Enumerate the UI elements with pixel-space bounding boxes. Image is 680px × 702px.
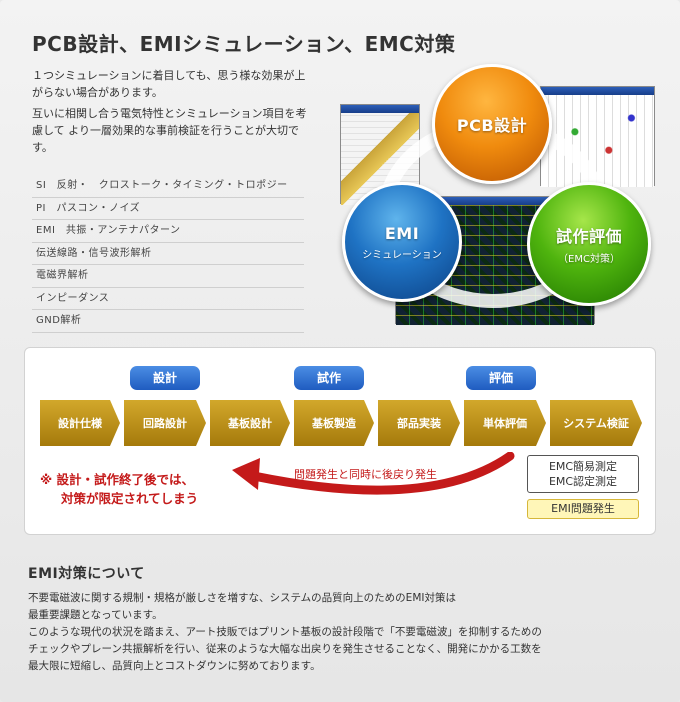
about-line: 不要電磁波に関する規制・規格が厳しさを増すな、システムの品質向上のためのEMI対… <box>28 592 456 604</box>
warning-note: ※ 設計・試作終了後では、 対策が限定されてしまう <box>40 470 198 508</box>
emi-problem-badge: EMI問題発生 <box>527 499 639 519</box>
technique-item: GND解析 <box>32 310 304 333</box>
technique-item: PI パスコン・ノイズ <box>32 198 304 220</box>
step-board-manufacturing: 基板製造 <box>294 400 374 446</box>
about-line: 最大限に短縮し、品質向上とコストダウンに努めております。 <box>28 660 321 672</box>
about-title: EMI対策について <box>28 566 145 582</box>
trial-sub-label: （EMC対策） <box>558 254 620 265</box>
trial-evaluation-sphere: 試作評価 （EMC対策） <box>527 182 651 306</box>
step-design-spec: 設計仕様 <box>40 400 120 446</box>
emi-label: EMI <box>384 223 420 243</box>
window-titlebar <box>341 105 419 113</box>
phase-trial: 試作 <box>294 366 364 390</box>
warning-note-line-1: ※ 設計・試作終了後では、 <box>40 472 195 487</box>
about-line: 最重要課題となっています。 <box>28 609 163 621</box>
warning-note-line-2: 対策が限定されてしまう <box>61 491 199 506</box>
emi-sub-label: シミュレーション <box>362 249 442 261</box>
step-board-design: 基板設計 <box>210 400 290 446</box>
technique-item: 電磁界解析 <box>32 265 304 288</box>
about-line: チェックやプレーン共振解析を行い、従来のような大幅な出戻りを発生させることなく、… <box>28 643 542 655</box>
technique-item: 伝送線路・信号波形解析 <box>32 243 304 265</box>
return-arrow <box>232 452 515 495</box>
phase-design: 設計 <box>130 366 200 390</box>
pcb-design-sphere: PCB設計 <box>432 64 552 184</box>
emc-certification-measurement: EMC認定測定 <box>548 475 618 488</box>
intro-paragraph-2: 互いに相関し合う電気特性とシミュレーション項目を考慮して より一層効果的な事前検… <box>32 107 307 154</box>
about-line: このような現代の状況を踏まえ、アート技販ではプリント基板の設計段階で「不要電磁波… <box>28 626 542 638</box>
technique-item: SI 反射・ クロストーク・タイミング・トロポジー <box>32 175 304 198</box>
technique-item: インピーダンス <box>32 288 304 310</box>
phase-evaluation: 評価 <box>466 366 536 390</box>
window-titlebar <box>541 87 654 95</box>
emi-simulation-sphere: EMI シミュレーション <box>342 182 462 302</box>
intro-paragraph-1: １つシミュレーションに着目しても、思う様な効果が上がらない場合があります。 <box>32 69 306 99</box>
step-system-verification: システム検証 <box>550 400 642 446</box>
trial-label: 試作評価 <box>555 227 622 246</box>
return-label: 問題発生と同時に後戻り発生 <box>294 468 437 481</box>
step-component-mounting: 部品実装 <box>378 400 460 446</box>
pcb-design-label: PCB設計 <box>456 116 528 135</box>
technique-item: EMI 共振・アンテナパターン <box>32 220 304 243</box>
emc-simple-measurement: EMC簡易測定 <box>548 460 618 473</box>
step-unit-evaluation: 単体評価 <box>464 400 546 446</box>
page-title: PCB設計、EMIシミュレーション、EMC対策 <box>32 32 456 56</box>
intro-text: １つシミュレーションに着目しても、思う様な効果が上がらない場合があります。 互い… <box>32 67 312 160</box>
about-text: 不要電磁波に関する規制・規格が厳しさを増すな、システムの品質向上のためのEMI対… <box>28 590 668 675</box>
step-circuit-design: 回路設計 <box>124 400 206 446</box>
emc-measurement-box: EMC簡易測定 EMC認定測定 <box>527 455 639 493</box>
technique-list: SI 反射・ クロストーク・タイミング・トロポジー PI パスコン・ノイズ EM… <box>32 175 304 333</box>
